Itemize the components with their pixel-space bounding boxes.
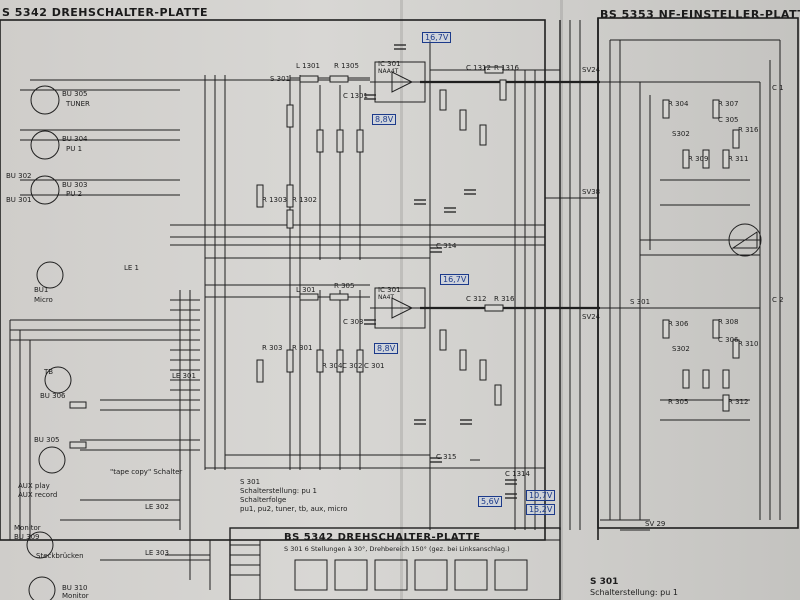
label-r1302: R 1302	[292, 196, 317, 204]
voltage-label: 16,7V	[422, 32, 452, 43]
label-monitor2: Monitor	[62, 592, 89, 600]
label-bu310: BU 310	[62, 584, 88, 592]
right-r311: R 311	[728, 155, 749, 163]
voltage-label: 15,2V	[526, 504, 556, 515]
label-steckbrucken: Steckbrücken	[36, 552, 84, 560]
right-r304: R 304	[668, 100, 689, 108]
paper-fold	[400, 0, 403, 600]
label-bu1: BU1	[34, 286, 49, 294]
right-r310: R 310	[738, 340, 759, 348]
label-l1301: L 1301	[296, 62, 320, 70]
label-bu302: BU 302	[6, 172, 32, 180]
label-micro: Micro	[34, 296, 53, 304]
left-panel-title: S 5342 DREHSCHALTER-PLATTE	[2, 6, 208, 19]
label-r303: R 303	[262, 344, 283, 352]
right-r312: R 312	[728, 398, 749, 406]
label-r1316: R 1316	[494, 64, 519, 72]
label-bu303: BU 303	[62, 181, 88, 189]
label-le302: LE 302	[145, 503, 169, 511]
paper-fold	[560, 0, 563, 600]
note-sequence: pu1, pu2, tuner, tb, aux, micro	[240, 505, 348, 513]
note-s301-bottom: S 301	[590, 577, 619, 587]
label-c302: C 302	[342, 362, 363, 370]
label-ic301: IC 301	[378, 60, 401, 68]
right-s301: S 301	[630, 298, 651, 306]
label-aux-record: AUX record	[18, 491, 58, 499]
rail-label: SV24	[582, 313, 601, 321]
voltage-label: 5,6V	[478, 496, 503, 507]
note-s301: S 301	[240, 478, 261, 486]
label-c1301: C 1301	[343, 92, 368, 100]
rail-label: SV38	[582, 188, 601, 196]
label-monitor: Monitor	[14, 524, 41, 532]
label-pu2: PU 2	[66, 190, 83, 198]
right-r307: R 307	[718, 100, 739, 108]
right-r305: R 305	[668, 398, 689, 406]
label-r304: R 304	[322, 362, 343, 370]
label-ic301-type: NAA4T	[378, 68, 399, 75]
label-tuner: TUNER	[66, 100, 90, 108]
label-c315: C 315	[436, 453, 457, 461]
rail-label: SV24	[582, 66, 601, 74]
label-bu301: BU 301	[6, 196, 32, 204]
note-schalterfolge: Schalterfolge	[240, 496, 287, 504]
label-le303: LE 303	[145, 549, 169, 557]
right-r309: R 309	[688, 155, 709, 163]
right-c2: C 2	[772, 296, 784, 304]
voltage-label: 10,7V	[526, 490, 556, 501]
note-schalterstellung: Schalterstellung: pu 1	[240, 487, 317, 495]
right-s302: S302	[672, 130, 690, 138]
label-bu305: BU 305	[62, 90, 88, 98]
right-r308: R 308	[718, 318, 739, 326]
label-le301: LE 301	[172, 372, 196, 380]
voltage-label: 8,8V	[372, 114, 397, 125]
label-r305: R 305	[334, 282, 355, 290]
label-r301: R 301	[292, 344, 313, 352]
label-r316: R 316	[494, 295, 515, 303]
right-c1: C 1	[772, 84, 784, 92]
label-ic302: IC 301	[378, 286, 401, 294]
voltage-label: 16,7V	[440, 274, 470, 285]
label-ic302-type: NA4T	[378, 294, 395, 301]
label-c312: C 312	[466, 295, 487, 303]
bottom-panel-title: BS 5342 DREHSCHALTER-PLATTE	[284, 532, 481, 543]
right-r306: R 306	[668, 320, 689, 328]
label-c303: C 303	[343, 318, 364, 326]
label-pu1: PU 1	[66, 145, 83, 153]
label-tb: TB	[44, 368, 54, 376]
label-bu306: BU 306	[40, 392, 66, 400]
label-l301: L 301	[296, 286, 316, 294]
label-c1312: C 1312	[466, 64, 491, 72]
label-r1303: R 1303	[262, 196, 287, 204]
right-s302b: S302	[672, 345, 690, 353]
label-bu309: BU 309	[14, 533, 40, 541]
label-bu304: BU 304	[62, 135, 88, 143]
voltage-label: 8,8V	[374, 343, 399, 354]
label-le1: LE 1	[124, 264, 140, 272]
label-r1305: R 1305	[334, 62, 359, 70]
label-s301: S 301	[270, 75, 291, 83]
label-aux-play: AUX play	[18, 482, 50, 490]
right-r316: R 316	[738, 126, 759, 134]
label-tape-copy: "tape copy" Schalter	[110, 468, 183, 476]
label-c314: C 314	[436, 242, 457, 250]
label-c301: C 301	[364, 362, 385, 370]
rail-label: SV 29	[645, 520, 666, 528]
right-c305: C 305	[718, 116, 739, 124]
note-stellungen: S 301 6 Stellungen à 30°, Drehbereich 15…	[284, 545, 510, 553]
label-c1314: C 1314	[505, 470, 530, 478]
label-aux-bu305: BU 305	[34, 436, 60, 444]
note-sch-pu1: Schalterstellung: pu 1	[590, 588, 678, 597]
right-c306: C 306	[718, 336, 739, 344]
